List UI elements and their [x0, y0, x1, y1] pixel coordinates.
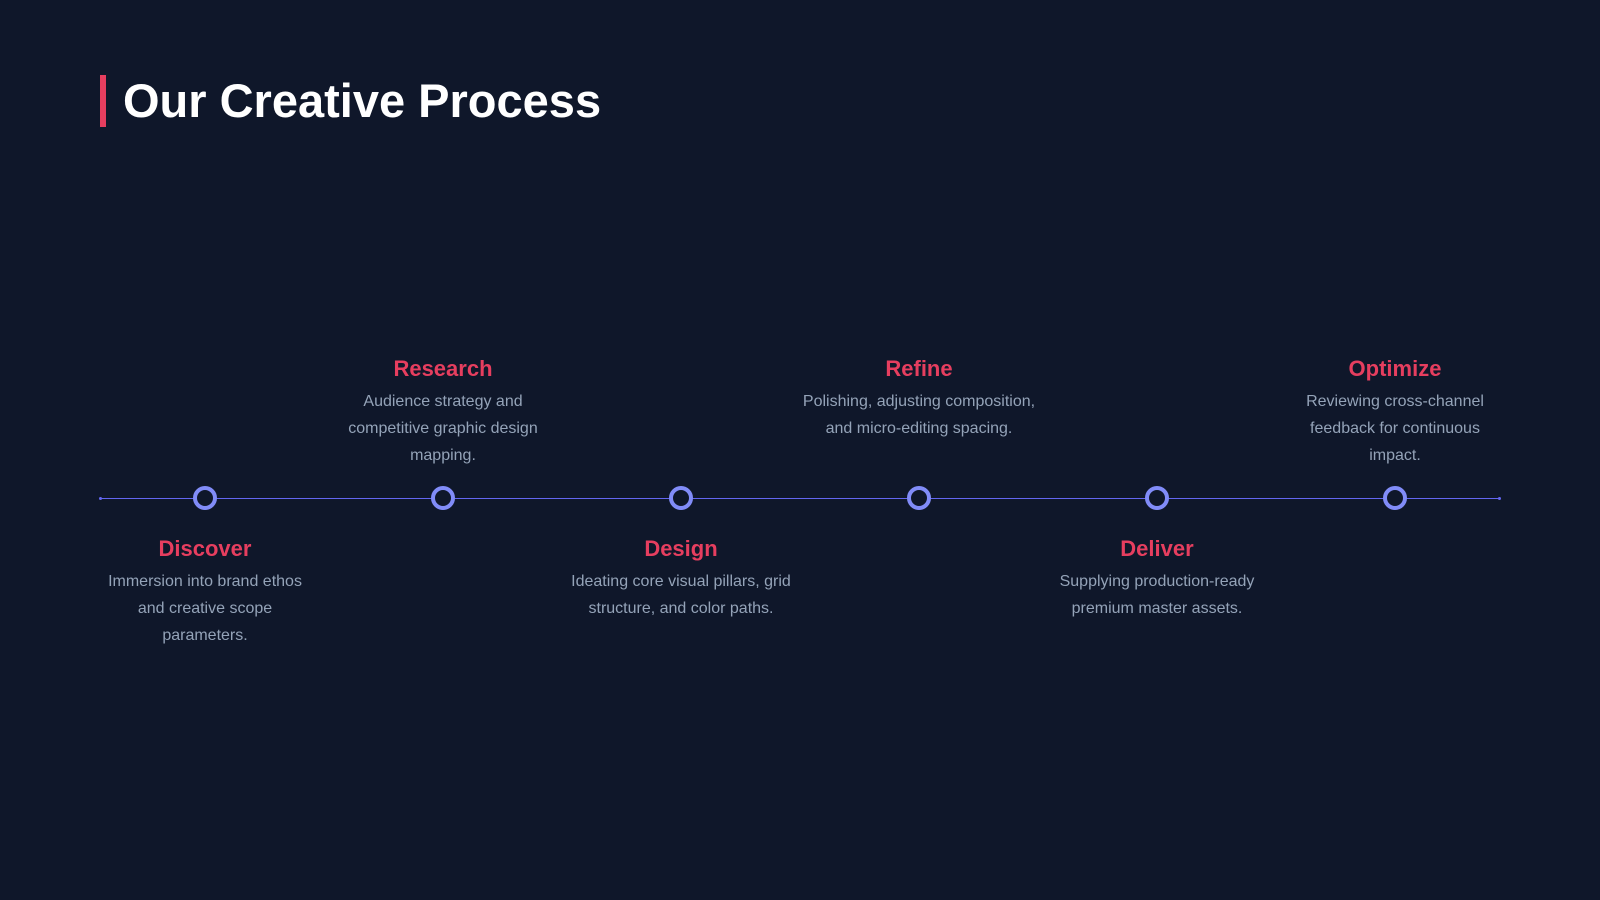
title-accent-bar: [100, 75, 106, 127]
timeline-node-research: [431, 486, 455, 510]
timeline-end-cap: [1498, 497, 1501, 500]
step-title: Refine: [885, 356, 953, 381]
step-title: Deliver: [1120, 536, 1194, 561]
timeline-node-discover: [193, 486, 217, 510]
step-description: Ideating core visual pillars, grid struc…: [571, 573, 791, 617]
step-refine: Refine Polishing, adjusting composition,…: [794, 356, 1044, 442]
timeline-node-deliver: [1145, 486, 1169, 510]
timeline-line: [100, 498, 1500, 499]
step-title: Optimize: [1348, 356, 1442, 381]
step-title: Research: [393, 356, 493, 381]
title-block: Our Creative Process: [100, 75, 601, 127]
timeline-start-cap: [99, 497, 102, 500]
step-description: Audience strategy and competitive graphi…: [348, 393, 538, 464]
timeline-node-refine: [907, 486, 931, 510]
step-description: Supplying production-ready premium maste…: [1059, 573, 1255, 617]
timeline-node-design: [669, 486, 693, 510]
step-design: Design Ideating core visual pillars, gri…: [556, 536, 806, 622]
step-title: Design: [644, 536, 718, 561]
step-deliver: Deliver Supplying production-ready premi…: [1032, 536, 1282, 622]
step-description: Reviewing cross-channel feedback for con…: [1306, 393, 1484, 464]
step-discover: Discover Immersion into brand ethos and …: [80, 536, 330, 649]
step-optimize: Optimize Reviewing cross-channel feedbac…: [1270, 356, 1520, 469]
step-description: Immersion into brand ethos and creative …: [108, 573, 302, 644]
timeline-node-optimize: [1383, 486, 1407, 510]
step-description: Polishing, adjusting composition, and mi…: [802, 393, 1036, 437]
page-title: Our Creative Process: [123, 74, 602, 127]
step-research: Research Audience strategy and competiti…: [318, 356, 568, 469]
step-title: Discover: [158, 536, 252, 561]
